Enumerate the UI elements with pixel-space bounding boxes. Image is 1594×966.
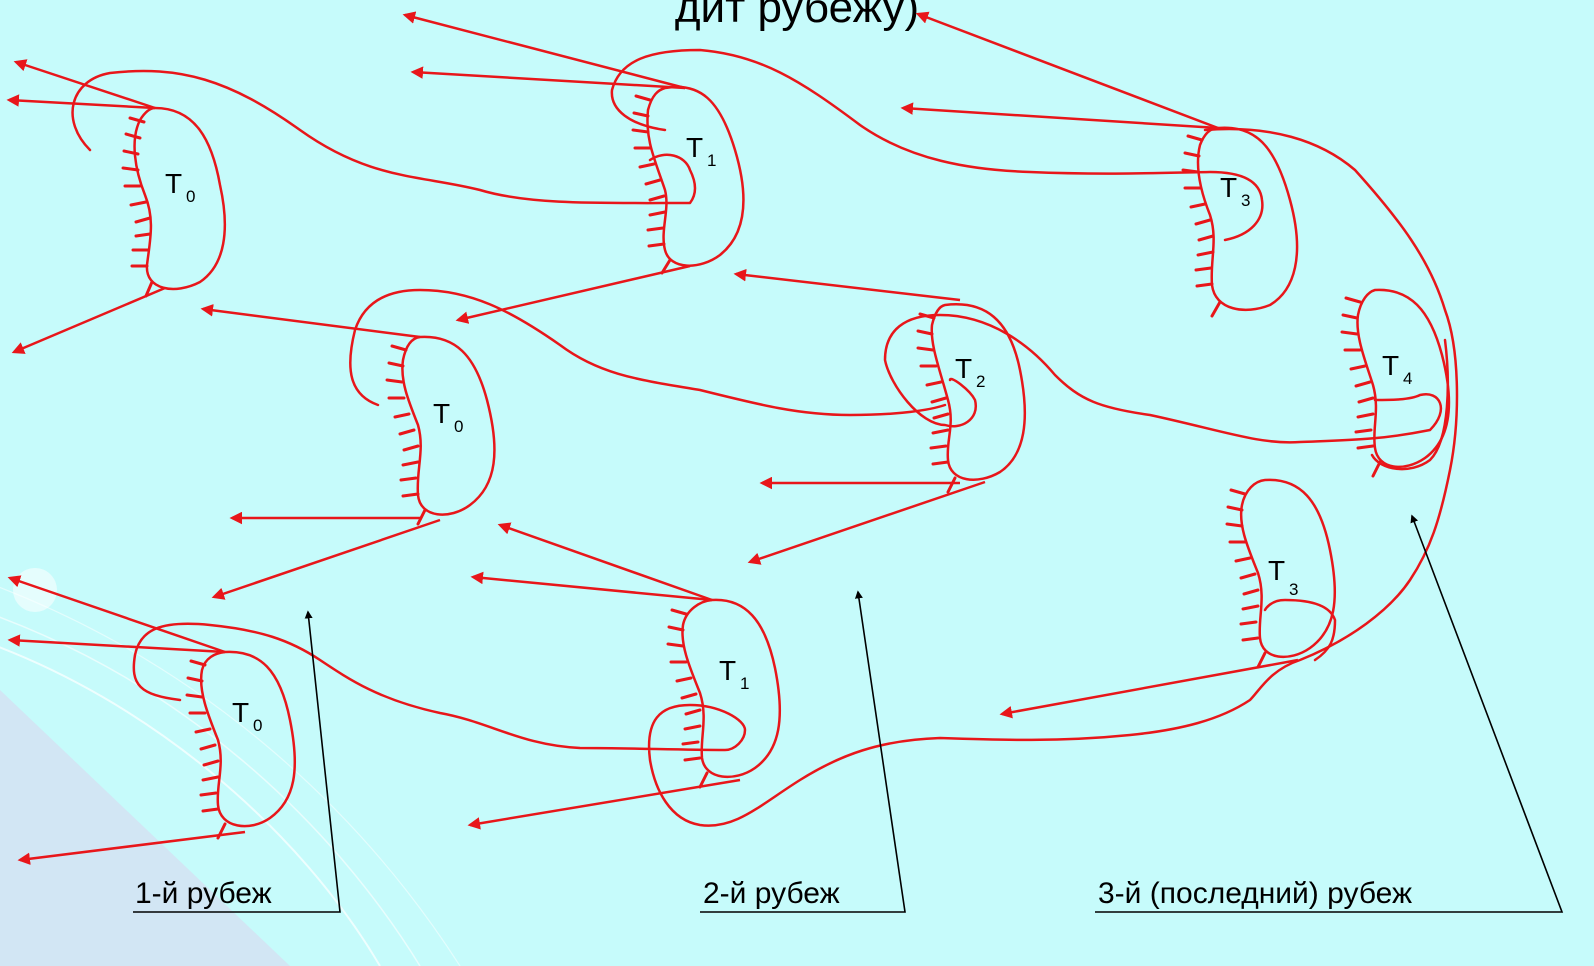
strongpoint-t4: Т 4 [1340,288,1451,478]
line-labels: 1-й рубеж 2-й рубеж 3-й (последний) рубе… [133,514,1564,913]
line-3-label: 3-й (последний) рубеж [1098,877,1412,910]
fire-arrow [410,66,686,90]
svg-text:0: 0 [454,417,463,436]
strongpoint-t3-b: Т 3 [1225,478,1336,669]
fire-arrow [470,571,713,602]
route-7 [1370,338,1450,471]
strongpoint-t3-a: Т 3 [1181,126,1299,318]
fire-arrow [211,518,441,600]
line-1-pointer [133,610,341,913]
strongpoint-t2: Т 2 [916,303,1026,494]
fire-arrow [467,778,741,830]
fire-arrow [497,522,713,602]
strongpoint-t1-a: Т 1 [631,85,745,275]
fire-arrow [11,286,166,354]
fire-arrow [999,658,1299,719]
fire-arrows [6,11,1299,865]
line-3-pointer [1095,514,1564,913]
line-2-pointer [700,590,906,913]
strongpoint-t0-c: Т 0 [185,650,296,840]
fire-arrow [402,11,686,90]
strongpoints: Т 0 Т 1 [121,85,1451,840]
fire-arrow [455,264,691,324]
line-1-label: 1-й рубеж [135,877,272,910]
fire-arrow [7,575,226,654]
fire-arrow [747,480,986,565]
fire-arrow [17,830,246,865]
fire-arrow [7,634,226,654]
fire-arrow [915,11,1219,130]
svg-text:1: 1 [740,674,749,693]
svg-text:2: 2 [976,372,985,391]
routes [71,48,1459,827]
strongpoint-t1-b: Т 1 [666,598,781,789]
svg-text:0: 0 [253,716,262,735]
svg-text:Т: Т [955,353,972,384]
svg-text:Т: Т [1268,555,1285,586]
route-1 [71,69,697,205]
strongpoint-t0-b: Т 0 [385,335,496,526]
svg-text:4: 4 [1403,369,1412,388]
svg-text:Т: Т [232,697,249,728]
svg-text:Т: Т [433,398,450,429]
fire-arrow [200,304,421,339]
route-4 [883,313,1442,444]
svg-text:0: 0 [186,187,195,206]
svg-text:Т: Т [165,168,182,199]
page-title: дит рубежу) [675,0,919,32]
strongpoint-t0-a: Т 0 [121,106,226,298]
svg-text:Т: Т [1382,350,1399,381]
svg-text:Т: Т [686,132,703,163]
fire-arrow [6,94,156,110]
svg-text:3: 3 [1241,191,1250,210]
fire-arrow [13,59,156,110]
fire-arrow [733,268,961,302]
svg-text:3: 3 [1289,580,1298,599]
route-5 [132,127,1459,827]
svg-text:Т: Т [719,655,736,686]
route-3 [349,288,947,417]
svg-text:Т: Т [1220,172,1237,203]
fire-arrow [900,102,1219,130]
route-6 [1263,598,1337,662]
route-2 [610,48,1264,242]
svg-text:1: 1 [707,151,716,170]
line-2-label: 2-й рубеж [703,877,840,910]
